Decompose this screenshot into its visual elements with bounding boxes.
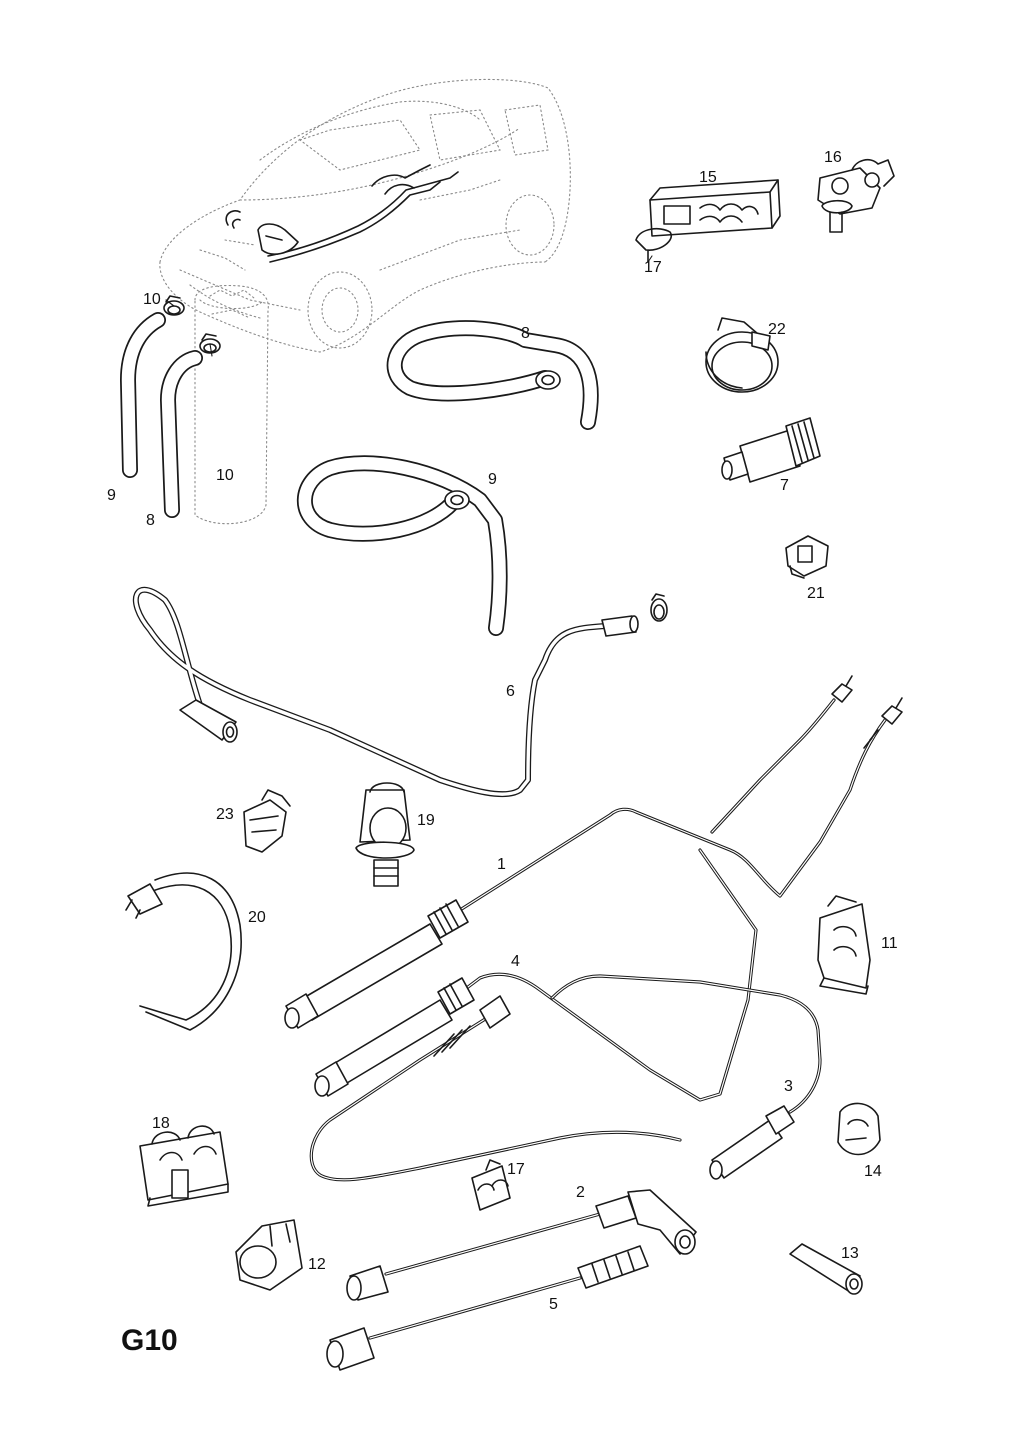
double-clip-16[interactable] [817,158,895,233]
small-hose-assembly [194,284,269,525]
clip-14[interactable] [837,1102,881,1156]
callout-labels: 8 22 15 16 17 10 10 9 8 9 7 21 6 23 19 1… [107,149,898,1313]
callout-15: 15 [699,169,717,186]
clip-12[interactable] [235,1219,303,1291]
pipe-5[interactable] [326,1245,649,1371]
callout-4: 4 [511,953,520,970]
callout-21: 21 [807,585,825,602]
clip-11[interactable] [817,895,871,995]
pipe-1-upper-branch[interactable] [710,675,903,834]
callout-2: 2 [576,1184,585,1201]
hose-clamp-22[interactable] [705,317,779,393]
callout-22: 22 [768,321,786,338]
pipe-clip-15[interactable] [635,179,781,263]
callout-7: 7 [780,477,789,494]
pipe-2[interactable] [346,1189,697,1301]
page-code: G10 [121,1324,178,1357]
pipe-4-lower-branch[interactable] [309,995,682,1182]
clip-18[interactable] [139,1125,229,1207]
hose-6[interactable] [132,586,639,798]
pipe-3[interactable] [550,974,822,1180]
callout-8-small: 8 [146,512,155,529]
callout-10-lower: 10 [216,467,234,484]
small-hose-8[interactable] [160,350,203,518]
hose-8-large[interactable] [386,320,599,430]
callout-12: 12 [308,1256,326,1273]
callout-18: 18 [152,1115,170,1132]
clip-21[interactable] [785,535,829,579]
callout-9-small: 9 [107,487,116,504]
callout-16: 16 [824,149,842,166]
vehicle-outline [159,78,571,353]
strap-20[interactable] [125,872,242,1031]
pipe-clip-17[interactable] [471,1159,511,1211]
pipe-4[interactable] [314,848,758,1102]
callout-11: 11 [881,935,898,952]
callout-1: 1 [497,856,506,873]
callout-5: 5 [549,1296,558,1313]
vehicle-hose-routing [225,164,459,263]
callout-17-upper: 17 [644,259,662,276]
hose-9-large[interactable] [296,455,508,636]
callout-3: 3 [784,1078,793,1095]
small-hose-9[interactable] [120,312,166,478]
callout-20: 20 [248,909,266,926]
hose-clamp-6[interactable] [650,593,668,622]
pipe-1[interactable] [284,718,887,1029]
clip-23[interactable] [243,789,291,853]
grommet-19[interactable] [355,782,415,887]
leader-lines [165,255,653,357]
callout-17-lower: 17 [507,1161,525,1178]
bush-13[interactable] [789,1243,863,1295]
connector-7[interactable] [721,417,821,483]
callout-13: 13 [841,1245,859,1262]
callout-14: 14 [864,1163,882,1180]
callout-19: 19 [417,812,435,829]
callout-8-large: 8 [521,325,530,342]
callout-6: 6 [506,683,515,700]
callout-23: 23 [216,806,234,823]
callout-10-upper: 10 [143,291,161,308]
callout-9-large: 9 [488,471,497,488]
